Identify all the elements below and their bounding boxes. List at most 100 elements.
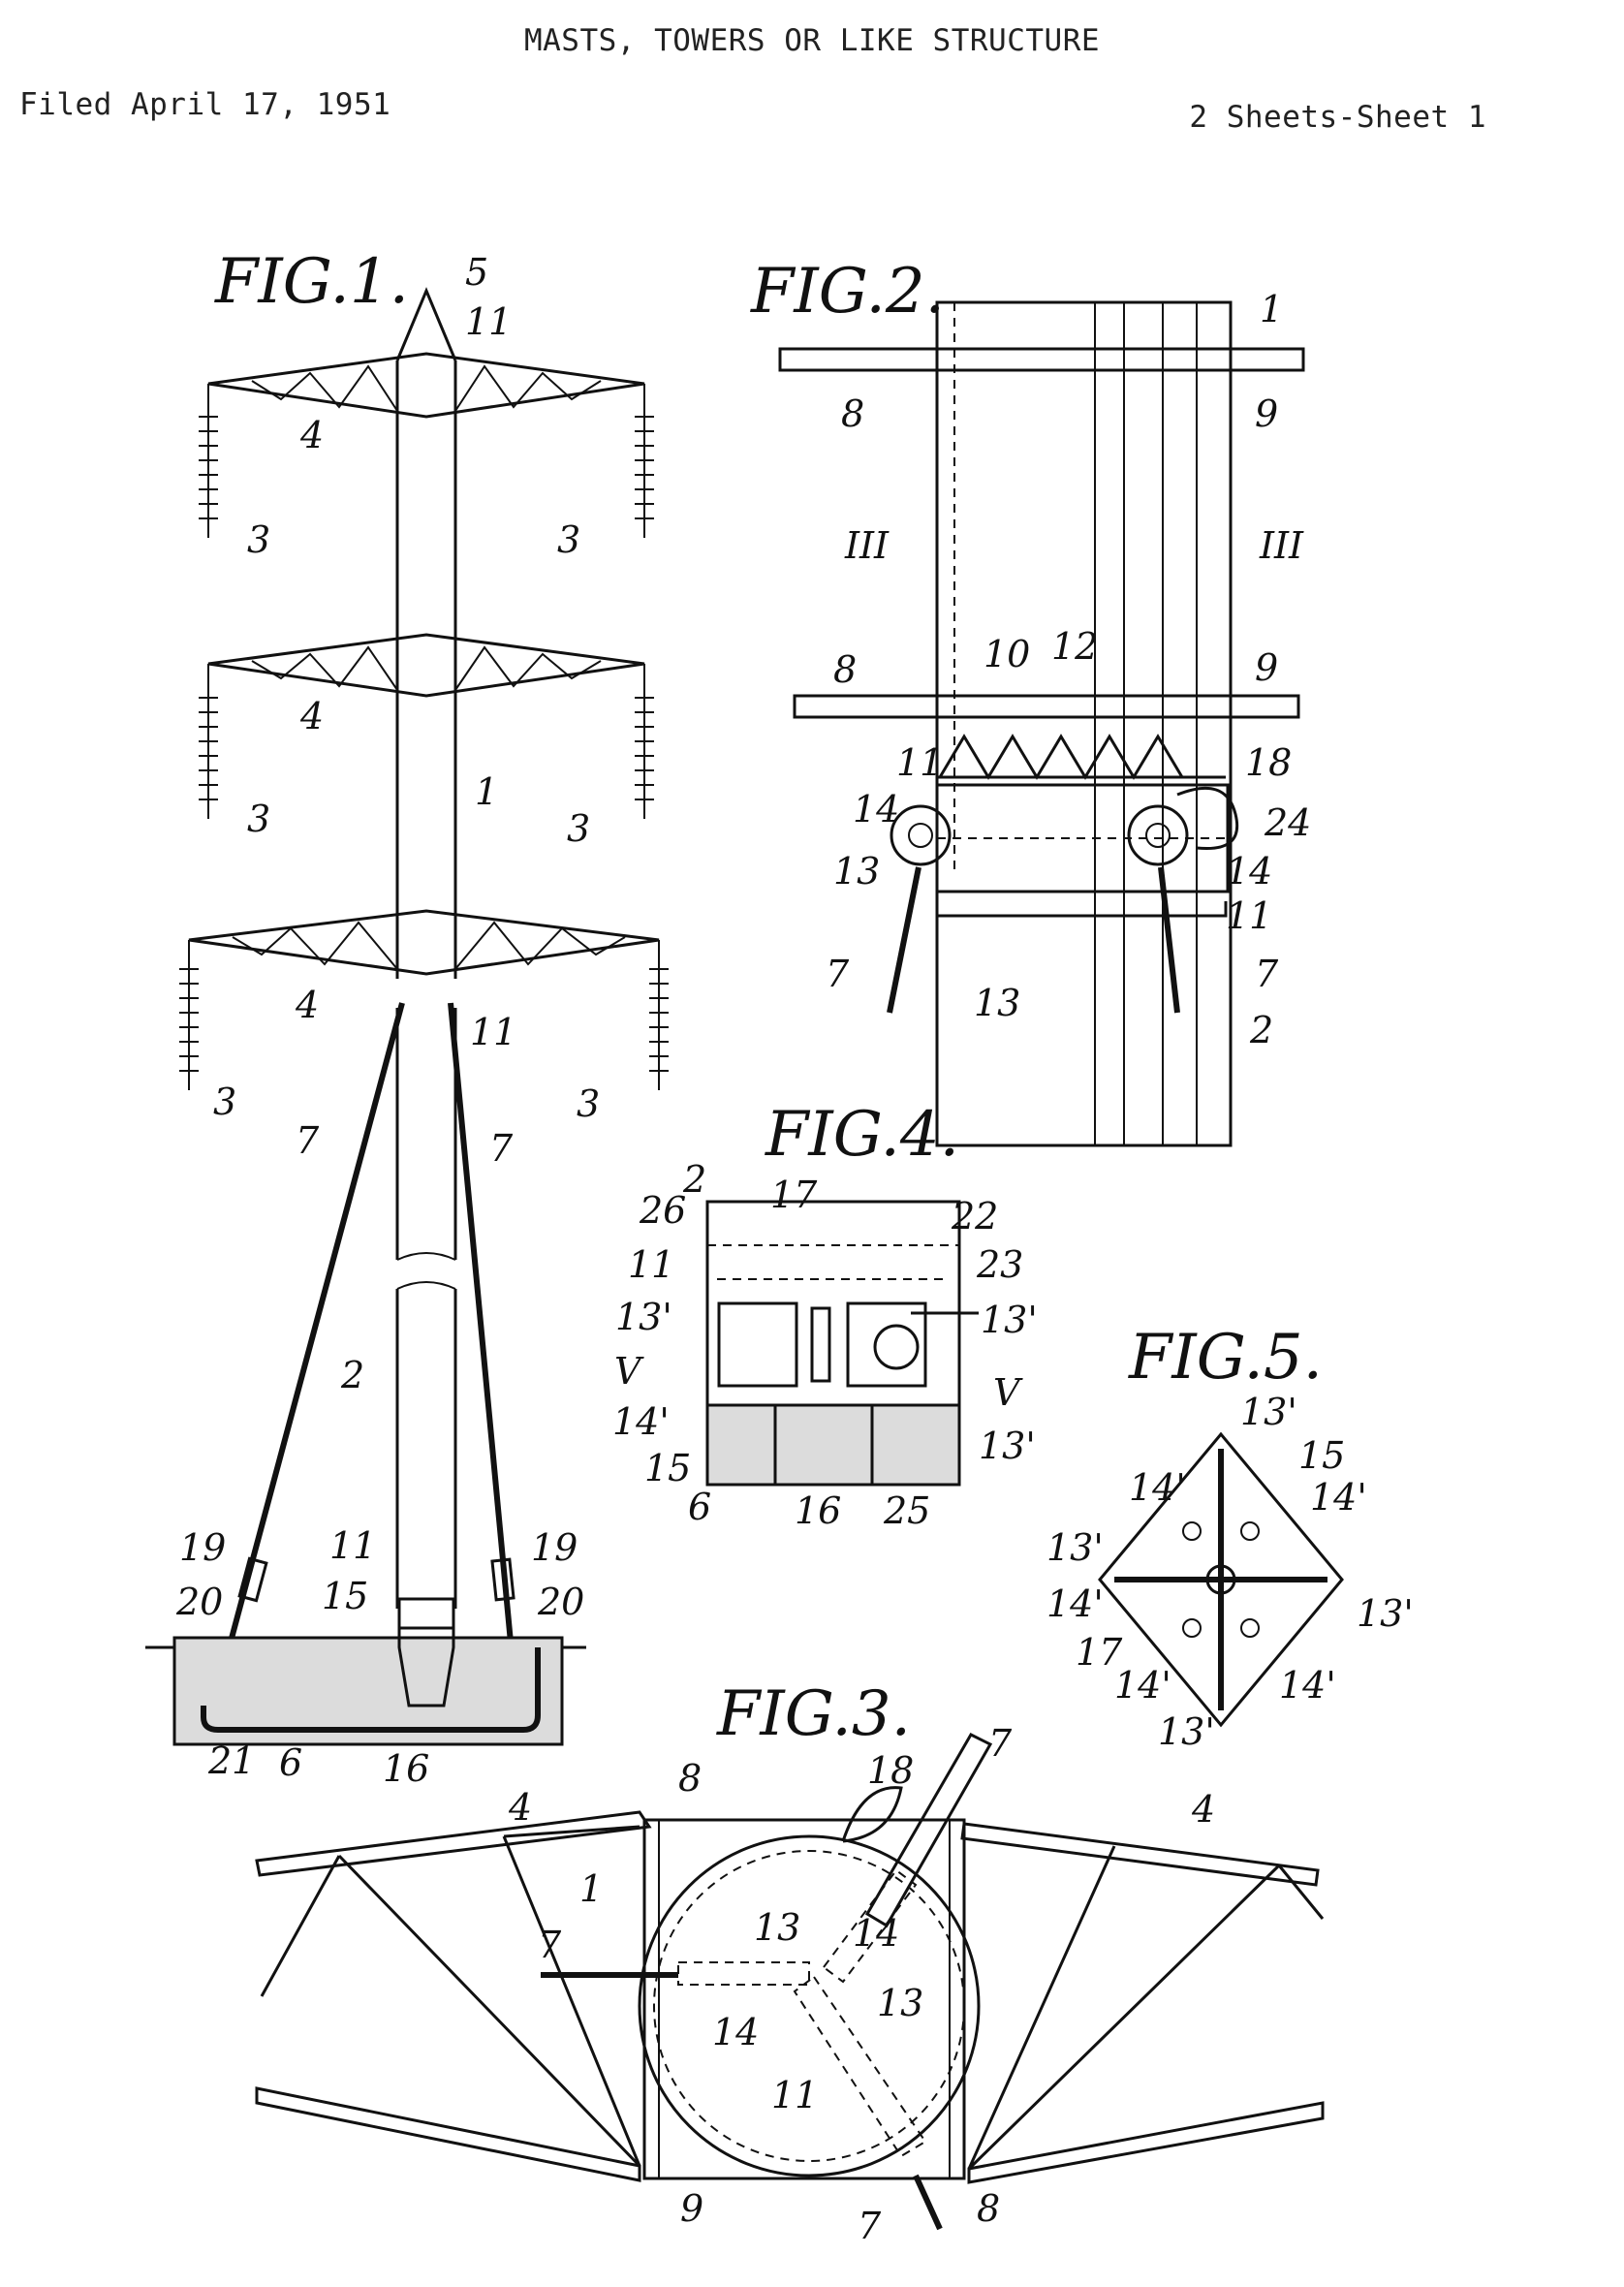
ref-13-prime: 13' bbox=[1240, 1391, 1297, 1433]
section-v-label: V bbox=[993, 1371, 1023, 1414]
ref-13: 13 bbox=[877, 1982, 923, 2024]
ref-20: 20 bbox=[175, 1581, 223, 1623]
ref-13: 13 bbox=[754, 1906, 800, 1949]
ref-8: 8 bbox=[841, 392, 864, 435]
ref-7: 7 bbox=[1255, 953, 1279, 995]
ref-14-prime: 14' bbox=[1310, 1476, 1367, 1519]
ref-8: 8 bbox=[678, 1757, 702, 1800]
ref-26: 26 bbox=[639, 1189, 686, 1232]
ref-8: 8 bbox=[833, 648, 857, 691]
ref-19: 19 bbox=[179, 1526, 226, 1569]
ref-15: 15 bbox=[1298, 1434, 1345, 1477]
figure-1-label: FIG.1. bbox=[214, 246, 409, 318]
ref-9: 9 bbox=[1255, 392, 1278, 435]
ref-3: 3 bbox=[247, 518, 270, 561]
ref-6: 6 bbox=[279, 1741, 302, 1784]
ref-14: 14 bbox=[853, 1912, 899, 1955]
ref-11: 11 bbox=[465, 300, 512, 343]
ref-7: 7 bbox=[489, 1127, 514, 1170]
ref-20: 20 bbox=[537, 1581, 584, 1623]
ref-21: 21 bbox=[207, 1739, 255, 1782]
ref-15: 15 bbox=[644, 1447, 691, 1489]
figure-5: FIG.5. 13' 15 14' 14' 13' 14' 13' 17 14'… bbox=[1046, 1322, 1414, 1753]
ref-13-prime: 13' bbox=[981, 1299, 1038, 1341]
ref-14-prime: 14' bbox=[1129, 1466, 1186, 1509]
figure-1: FIG.1. bbox=[145, 246, 669, 1790]
ref-14: 14 bbox=[853, 788, 899, 830]
figure-3: FIG.3. 4 8 18 7 4 1 7 13 14 14 bbox=[255, 1678, 1325, 2247]
ref-13-prime: 13' bbox=[1158, 1710, 1215, 1753]
ref-7: 7 bbox=[538, 1924, 562, 1966]
ref-5: 5 bbox=[465, 251, 488, 294]
ref-25: 25 bbox=[883, 1489, 930, 1532]
figure-3-label: FIG.3. bbox=[716, 1678, 911, 1750]
ref-8: 8 bbox=[977, 2187, 1000, 2230]
ref-13-prime: 13' bbox=[979, 1425, 1036, 1467]
ref-9: 9 bbox=[680, 2187, 703, 2230]
ref-3: 3 bbox=[557, 518, 580, 561]
ref-3: 3 bbox=[567, 807, 590, 850]
ref-11: 11 bbox=[896, 741, 943, 784]
sheet-count: 2 Sheets-Sheet 1 bbox=[1189, 100, 1486, 135]
ref-7: 7 bbox=[988, 1722, 1013, 1765]
ref-14-prime: 14' bbox=[1279, 1664, 1336, 1707]
ref-15: 15 bbox=[322, 1575, 368, 1617]
ref-1: 1 bbox=[1260, 288, 1283, 330]
ref-14: 14 bbox=[712, 2011, 759, 2053]
ref-2: 2 bbox=[1249, 1009, 1273, 1051]
ref-23: 23 bbox=[976, 1243, 1023, 1286]
ref-7: 7 bbox=[296, 1119, 320, 1162]
ref-4: 4 bbox=[295, 984, 319, 1026]
ref-12: 12 bbox=[1051, 625, 1098, 668]
ref-14: 14 bbox=[1226, 850, 1272, 893]
ref-18: 18 bbox=[867, 1749, 914, 1792]
ref-3: 3 bbox=[247, 798, 270, 840]
filed-date: Filed April 17, 1951 bbox=[19, 87, 391, 122]
figure-4-label: FIG.4. bbox=[765, 1099, 959, 1171]
ref-4: 4 bbox=[508, 1786, 532, 1829]
figure-2-label: FIG.2. bbox=[750, 256, 945, 328]
ref-2: 2 bbox=[682, 1158, 706, 1201]
ref-14-prime: 14' bbox=[1046, 1582, 1104, 1625]
ref-10: 10 bbox=[984, 633, 1030, 675]
section-iii-label: III bbox=[844, 524, 890, 567]
ref-17: 17 bbox=[1076, 1631, 1123, 1674]
section-v-label: V bbox=[614, 1350, 644, 1393]
ref-11: 11 bbox=[771, 2074, 818, 2116]
ref-11: 11 bbox=[1226, 894, 1272, 937]
ref-18: 18 bbox=[1245, 741, 1292, 784]
ref-1: 1 bbox=[475, 770, 498, 813]
ref-22: 22 bbox=[951, 1195, 998, 1237]
ref-24: 24 bbox=[1264, 801, 1311, 844]
ref-19: 19 bbox=[531, 1526, 578, 1569]
ref-16: 16 bbox=[383, 1747, 429, 1790]
ref-4: 4 bbox=[1191, 1788, 1215, 1831]
ref-1: 1 bbox=[579, 1867, 603, 1910]
ref-3: 3 bbox=[577, 1082, 600, 1125]
ref-11: 11 bbox=[329, 1524, 376, 1567]
ref-6: 6 bbox=[688, 1486, 711, 1528]
ref-13-prime: 13' bbox=[1046, 1526, 1104, 1569]
ref-13: 13 bbox=[833, 850, 880, 893]
ref-13: 13 bbox=[974, 982, 1020, 1024]
ref-7: 7 bbox=[826, 953, 850, 995]
ref-13-prime: 13' bbox=[1357, 1592, 1414, 1635]
ref-17: 17 bbox=[770, 1174, 818, 1216]
figure-4: FIG.4. 2 17 26 22 11 23 13' 13' V V 14' … bbox=[612, 1099, 1038, 1532]
ref-4: 4 bbox=[299, 414, 324, 456]
figure-5-label: FIG.5. bbox=[1128, 1322, 1323, 1394]
figure-2: FIG.2. 1 8 9 III III 8 10 12 9 11 18 14 … bbox=[750, 256, 1311, 1147]
ref-16: 16 bbox=[795, 1489, 841, 1532]
page-title: MASTS, TOWERS OR LIKE STRUCTURE bbox=[523, 23, 1101, 58]
ref-3: 3 bbox=[213, 1081, 236, 1123]
ref-11: 11 bbox=[628, 1243, 674, 1286]
ref-13-prime: 13' bbox=[615, 1296, 672, 1338]
ref-7: 7 bbox=[858, 2205, 882, 2247]
ref-11: 11 bbox=[470, 1011, 516, 1053]
ref-14-prime: 14' bbox=[612, 1400, 670, 1443]
ref-9: 9 bbox=[1255, 646, 1278, 689]
ref-14-prime: 14' bbox=[1114, 1664, 1171, 1707]
ref-4: 4 bbox=[299, 695, 324, 737]
ref-2: 2 bbox=[340, 1354, 364, 1396]
